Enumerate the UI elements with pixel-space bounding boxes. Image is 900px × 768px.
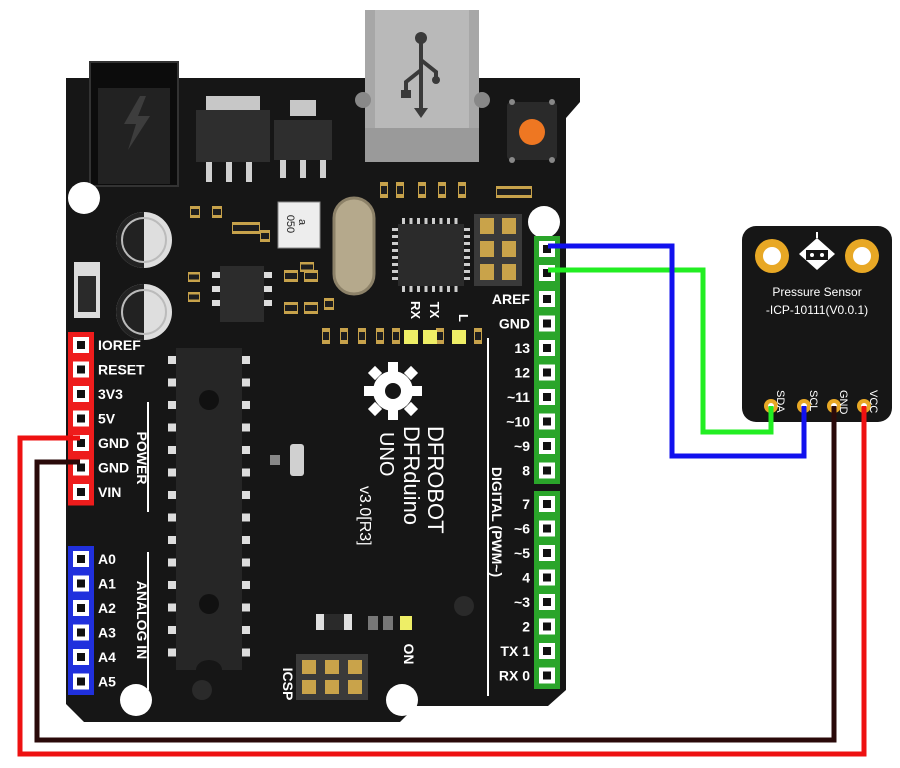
crystal-oscillator [332, 196, 376, 296]
sensor-pin-label: VCC [867, 390, 879, 413]
on-led [316, 614, 412, 630]
capacitor [116, 212, 172, 268]
mounting-hole [386, 684, 418, 716]
analog-pin-label: A1 [98, 576, 116, 592]
digital-pin-label: ~10 [506, 414, 530, 430]
mounting-hole [528, 206, 560, 238]
power-pin-label: VIN [98, 484, 121, 500]
analog-pin-label: A3 [98, 625, 116, 641]
mounting-hole [120, 684, 152, 716]
sensor-title: Pressure Sensor [772, 285, 861, 299]
pressure-sensor-module: Pressure Sensor -ICP-10111(V0.0.1) SDA SC… [742, 226, 892, 422]
power-title: POWER [134, 432, 150, 485]
led-label-l: L [456, 314, 471, 322]
wire-sda [548, 267, 774, 435]
sensor-pin-label: SCL [807, 390, 819, 411]
on-label: ON [401, 644, 417, 665]
digital-pin-label: ~6 [514, 521, 530, 537]
digital-pin-label: ~11 [507, 389, 530, 405]
capacitor [116, 284, 172, 340]
sensor-pin-label: SDA [774, 390, 786, 413]
voltage-regulator [196, 96, 270, 182]
power-pin-label: GND [98, 460, 129, 476]
crystal-code: 050 [284, 215, 296, 233]
digital-pin-label: ~3 [514, 594, 530, 610]
sensor-subtitle: -ICP-10111(V0.0.1) [766, 303, 868, 317]
icsp-header-top [474, 214, 522, 286]
power-jack [89, 61, 179, 187]
small-ic [212, 266, 272, 322]
power-pin-label: 5V [98, 411, 116, 427]
usb-chip [392, 218, 470, 292]
brand-text: DFROBOT [423, 426, 448, 534]
analog-pin-label: A0 [98, 551, 116, 567]
resonator [290, 444, 304, 476]
usb-connector [355, 10, 490, 162]
wires [17, 243, 867, 757]
reset-button[interactable] [507, 99, 557, 163]
crystal-marked: a 050 [277, 201, 321, 249]
digital-pin-label: 12 [514, 365, 530, 381]
digital-pin-label: 4 [522, 570, 530, 586]
analog-pin-label: A5 [98, 674, 116, 690]
sensor-pin-label: GND [837, 390, 849, 415]
dfrobot-gear-logo [364, 362, 422, 420]
power-pin-label: RESET [98, 362, 145, 378]
wire-scl [548, 243, 807, 459]
digital-pin-label: ~9 [514, 438, 530, 454]
model-text: DFRduino [399, 426, 424, 525]
wire-gnd-gnd [34, 406, 837, 743]
digital-header-bottom: 7 ~6 ~5 4 ~3 2 TX 1 RX 0 [499, 491, 560, 689]
digital-pin-label: 8 [522, 463, 530, 479]
power-pin-label: GND [98, 435, 129, 451]
digital-title: DIGITAL (PWM~) [489, 467, 505, 577]
digital-header-top: AREF GND 13 12 ~11 ~10 ~9 8 [492, 236, 560, 484]
led-label-rx: RX [408, 301, 423, 319]
diode [74, 262, 100, 318]
analog-pin-label: A2 [98, 600, 116, 616]
digital-pin-label: GND [499, 316, 530, 332]
led-label-tx: TX [427, 302, 442, 319]
power-header: IOREF RESET 3V3 5V GND GND VIN [68, 332, 145, 506]
variant-text: UNO [375, 432, 397, 476]
version-text: v3.0[R3] [356, 486, 373, 546]
analog-title: ANALOG IN [134, 581, 150, 660]
digital-pin-label: 2 [522, 619, 530, 635]
lightning-icon [124, 96, 150, 150]
icsp-header-bottom [296, 654, 368, 700]
digital-pin-label: 7 [522, 496, 530, 512]
digital-pin-label: 13 [514, 340, 530, 356]
power-pin-label: 3V3 [98, 386, 123, 402]
icsp-label: ICSP [280, 668, 296, 701]
digital-pin-label: AREF [492, 291, 531, 307]
digital-pin-label: ~5 [514, 545, 530, 561]
robot-icon [799, 232, 835, 270]
main-microcontroller [168, 348, 250, 670]
analog-pin-label: A4 [98, 649, 116, 665]
power-pin-label: IOREF [98, 337, 141, 353]
digital-pin-label: RX 0 [499, 668, 530, 684]
regulator-small [274, 100, 332, 178]
digital-pin-label: TX 1 [500, 643, 530, 659]
mounting-hole [68, 182, 100, 214]
status-leds [404, 330, 466, 344]
wire-5v-vcc [17, 406, 867, 757]
crystal-mark: a [296, 219, 308, 226]
smd-components [188, 182, 532, 344]
